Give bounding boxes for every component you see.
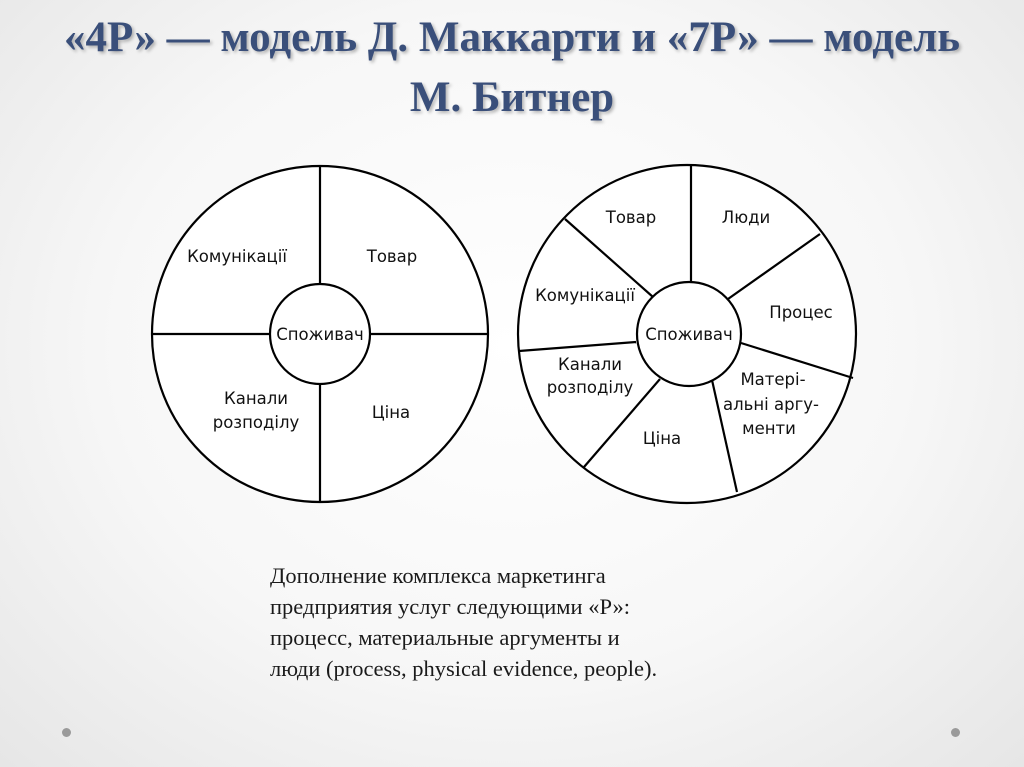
diagram-4p-label-channels-line1: Канали	[224, 389, 288, 408]
diagram-4p-label-product: Товар	[366, 247, 417, 266]
diagram-7p-label-channels-line1: Канали	[558, 355, 622, 374]
diagram-7p-label-evidence-line3: менти	[742, 419, 796, 438]
diagram-4p-label-price: Ціна	[372, 403, 410, 422]
diagram-7p-label-evidence-line2: альні аргу-	[723, 395, 819, 414]
slide-corner-dot-left	[62, 728, 71, 737]
diagram-7p-divider-6	[518, 340, 637, 353]
diagram-7p-label-channels-line2: розподілу	[547, 378, 634, 397]
caption-text: Дополнение комплекса маркетинга предприя…	[270, 563, 658, 681]
diagram-4p-label-channels-line2: розподілу	[213, 413, 300, 432]
diagram-7p-label-process: Процес	[769, 303, 832, 322]
diagram-7p-label-communications: Комунікації	[535, 286, 635, 305]
diagram-4p-center-label: Споживач	[276, 325, 364, 344]
diagram-4p	[150, 164, 490, 504]
slide-title: «4Р» — модель Д. Маккарти и «7Р» — модел…	[64, 14, 960, 121]
diagram-4p-label-communications: Комунікації	[187, 247, 287, 266]
diagram-7p-label-price: Ціна	[643, 429, 681, 448]
diagram-7p	[516, 163, 858, 505]
slide-corner-dot-right	[951, 728, 960, 737]
diagram-4p-center-circle	[268, 282, 372, 386]
diagram-4p-labels: Споживач Комунікації Товар Канали розпод…	[187, 247, 417, 432]
diagram-7p-divider-3	[740, 341, 854, 380]
diagram-7p-divider-5	[583, 378, 661, 468]
diagram-7p-label-evidence-line1: Матері-	[740, 370, 805, 389]
diagram-7p-divider-4	[710, 379, 739, 493]
diagram-7p-center-circle	[635, 280, 743, 388]
diagram-7p-divider-7	[564, 218, 654, 298]
diagram-7p-divider-2	[727, 233, 821, 300]
diagram-7p-label-product: Товар	[605, 208, 656, 227]
diagram-7p-center-label: Споживач	[645, 325, 733, 344]
diagram-7p-labels: Споживач Товар Люди Процес Матері- альні…	[535, 208, 833, 448]
diagram-7p-label-people: Люди	[722, 208, 770, 227]
